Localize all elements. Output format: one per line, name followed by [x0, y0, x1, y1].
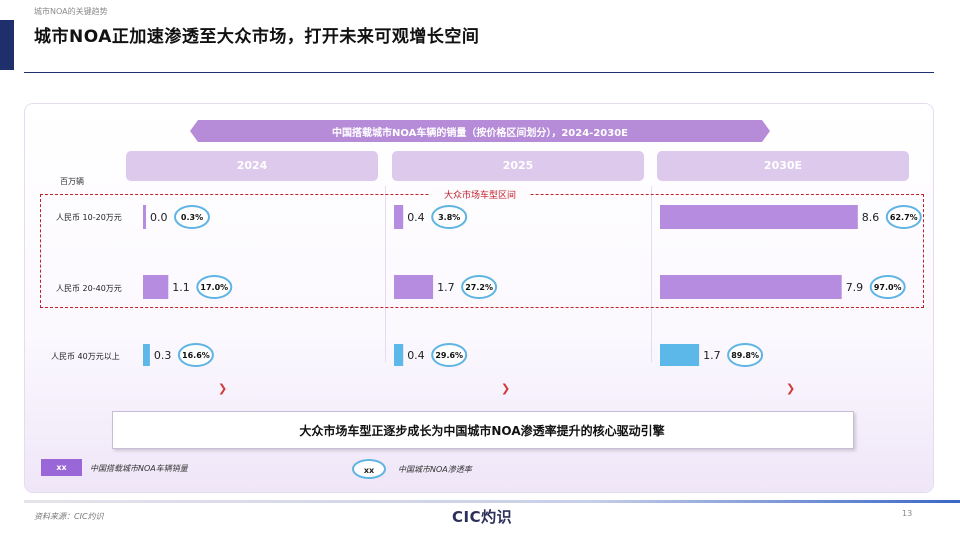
legend-penetration-oval: xx: [352, 459, 386, 479]
legend-penetration-label: 中国城市NOA渗透率: [398, 465, 472, 474]
conclusion-box: [112, 411, 854, 449]
value-label: 0.0: [150, 211, 168, 224]
column-divider: [651, 186, 652, 362]
bar-2025-2: [394, 344, 404, 366]
down-arrow-icon: ❯: [218, 382, 228, 395]
penetration-label: 0.3%: [181, 213, 203, 222]
penetration-label: 16.6%: [182, 351, 210, 360]
bar-2030E-2: [660, 344, 700, 366]
penetration-oval: [431, 205, 468, 229]
penetration-oval: [177, 343, 214, 367]
penetration-oval: [461, 275, 498, 299]
page-title: 城市NOA正加速渗透至大众市场，打开未来可观增长空间: [34, 27, 480, 47]
penetration-oval: [196, 275, 233, 299]
value-label: 0.3: [154, 349, 172, 362]
column-divider: [385, 186, 386, 362]
value-label: 0.4: [407, 349, 425, 362]
penetration-oval: [727, 343, 764, 367]
down-arrow-icon: ❯: [786, 382, 796, 395]
legend-sales-swatch: xx: [41, 459, 82, 476]
bar-2024-2: [143, 344, 150, 366]
penetration-oval: [885, 205, 922, 229]
year-header-2025: 2025: [392, 151, 644, 181]
penetration-oval: [174, 205, 210, 229]
unit-label: 百万辆: [60, 177, 84, 186]
mass-market-label: 大众市场车型区间: [430, 188, 530, 201]
down-arrow-icon: ❯: [501, 382, 511, 395]
bar-2025-0: [394, 205, 404, 229]
cic-logo: CIC灼识: [452, 508, 513, 526]
penetration-oval: [869, 275, 906, 299]
chart-title: 中国搭载城市NOA车辆的销量（按价格区间划分），2024-2030E: [332, 128, 628, 139]
value-label: 1.1: [172, 281, 190, 294]
chart-title-banner: [190, 120, 770, 142]
bar-2030E-0: [660, 205, 858, 229]
penetration-label: 27.2%: [465, 283, 493, 292]
penetration-label: 29.6%: [435, 351, 463, 360]
value-label: 0.4: [407, 211, 425, 224]
penetration-label: 62.7%: [890, 213, 918, 222]
conclusion-text: 大众市场车型正逐步成长为中国城市NOA渗透率提升的核心驱动引擎: [299, 424, 665, 438]
value-label: 1.7: [437, 281, 455, 294]
value-label: 7.9: [846, 281, 864, 294]
penetration-label: 97.0%: [874, 283, 902, 292]
value-label: 1.7: [703, 349, 721, 362]
bar-2030E-1: [660, 275, 842, 299]
title-divider: [24, 72, 934, 73]
year-header-2024: 2024: [126, 151, 378, 181]
category-label-20-40: 人民币 20-40万元: [56, 284, 122, 293]
bar-2024-0: [143, 205, 146, 229]
footer-divider: [24, 500, 960, 503]
value-label: 8.6: [862, 211, 880, 224]
category-label-10-20: 人民币 10-20万元: [56, 213, 122, 222]
page-number: 13: [902, 509, 913, 518]
bar-2025-1: [394, 275, 434, 299]
category-label-40-plus: 人民币 40万元以上: [51, 352, 120, 361]
penetration-label: 3.8%: [438, 213, 460, 222]
year-header-2030e: 2030E: [657, 151, 909, 181]
source-note: 资料来源：CIC灼识: [34, 512, 104, 521]
legend-sales-label: 中国搭载城市NOA车辆销量: [90, 464, 188, 473]
penetration-label: 17.0%: [200, 283, 228, 292]
bar-2024-1: [143, 275, 169, 299]
penetration-oval: [431, 343, 468, 367]
breadcrumb: 城市NOA的关键趋势: [34, 7, 108, 16]
title-accent-bar: [0, 20, 14, 70]
penetration-label: 89.8%: [731, 351, 759, 360]
